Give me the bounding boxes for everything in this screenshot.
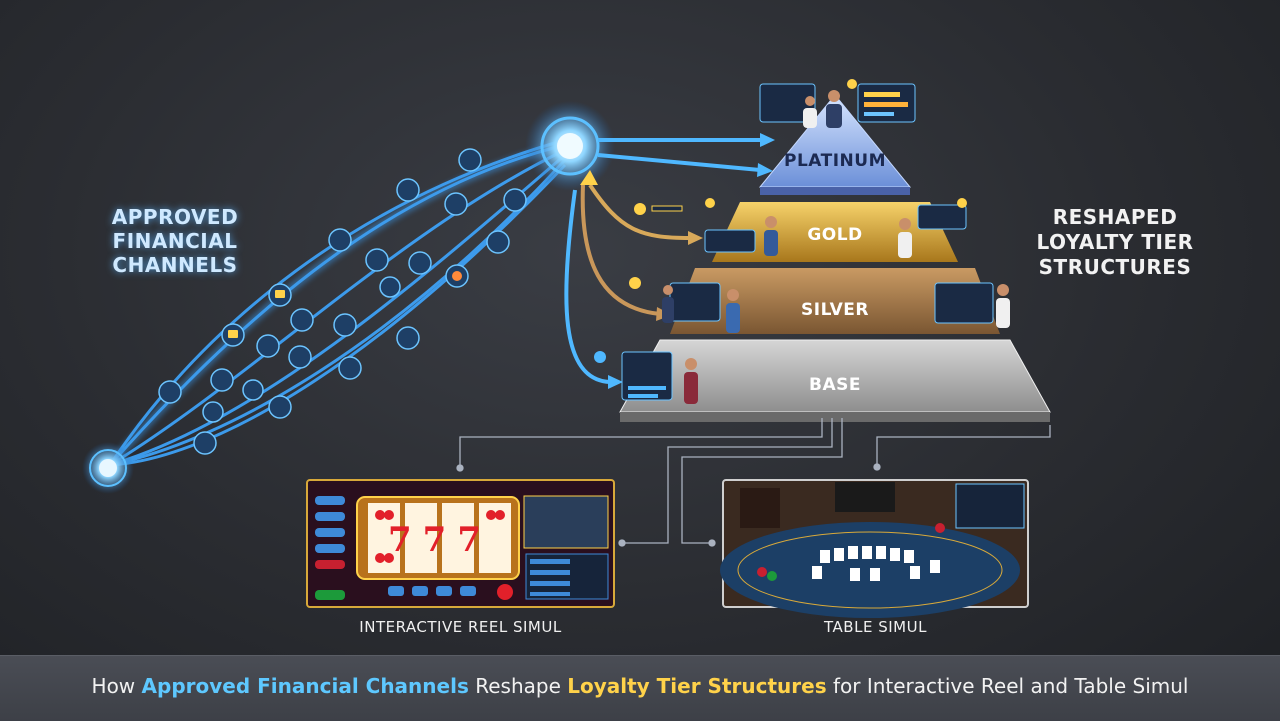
- channels-heading: APPROVED FINANCIAL CHANNELS: [95, 205, 255, 277]
- footer-highlight-channels: Approved Financial Channels: [141, 674, 469, 698]
- channel-beams: [107, 138, 567, 468]
- reel-caption: INTERACTIVE REEL SIMUL: [359, 618, 562, 636]
- footer-part3: for Interactive Reel and Table Simul: [826, 674, 1189, 698]
- tier-label-gold: GOLD: [807, 225, 863, 245]
- tiers-heading: RESHAPED LOYALTY TIER STRUCTURES: [1025, 205, 1205, 280]
- tier-label-silver: SILVER: [801, 300, 869, 320]
- channels-heading-line1: APPROVED: [111, 205, 239, 229]
- channel-icons: [158, 148, 527, 455]
- source-hub: [82, 442, 134, 494]
- tiers-heading-line2: LOYALTY TIER: [1036, 230, 1194, 254]
- screen-connectors: [456, 418, 1051, 547]
- loyalty-pyramid: [619, 94, 1051, 422]
- table-screen: [720, 479, 1029, 618]
- table-caption: TABLE SIMUL: [824, 618, 927, 636]
- tier-label-platinum: PLATINUM: [784, 151, 886, 171]
- tier-panels: [594, 79, 994, 401]
- footer-bar: How Approved Financial Channels Reshape …: [0, 655, 1280, 721]
- footer-part2: Reshape: [468, 674, 568, 698]
- footer-text: How Approved Financial Channels Reshape …: [0, 674, 1280, 698]
- distribution-hub: [525, 101, 615, 191]
- reel-screen: [306, 479, 615, 608]
- tiers-heading-line1: RESHAPED: [1052, 205, 1178, 229]
- tiers-heading-line3: STRUCTURES: [1038, 255, 1192, 279]
- channels-heading-line2: FINANCIAL: [112, 229, 238, 253]
- channels-heading-line3: CHANNELS: [112, 253, 238, 277]
- reel-symbols: 777: [388, 520, 492, 560]
- footer-highlight-tiers: Loyalty Tier Structures: [567, 674, 827, 698]
- diagram-canvas: [82, 79, 1051, 618]
- tier-arrows: [564, 133, 775, 389]
- people-figures: [662, 90, 1010, 404]
- tier-label-base: BASE: [809, 375, 861, 395]
- footer-part1: How: [91, 674, 142, 698]
